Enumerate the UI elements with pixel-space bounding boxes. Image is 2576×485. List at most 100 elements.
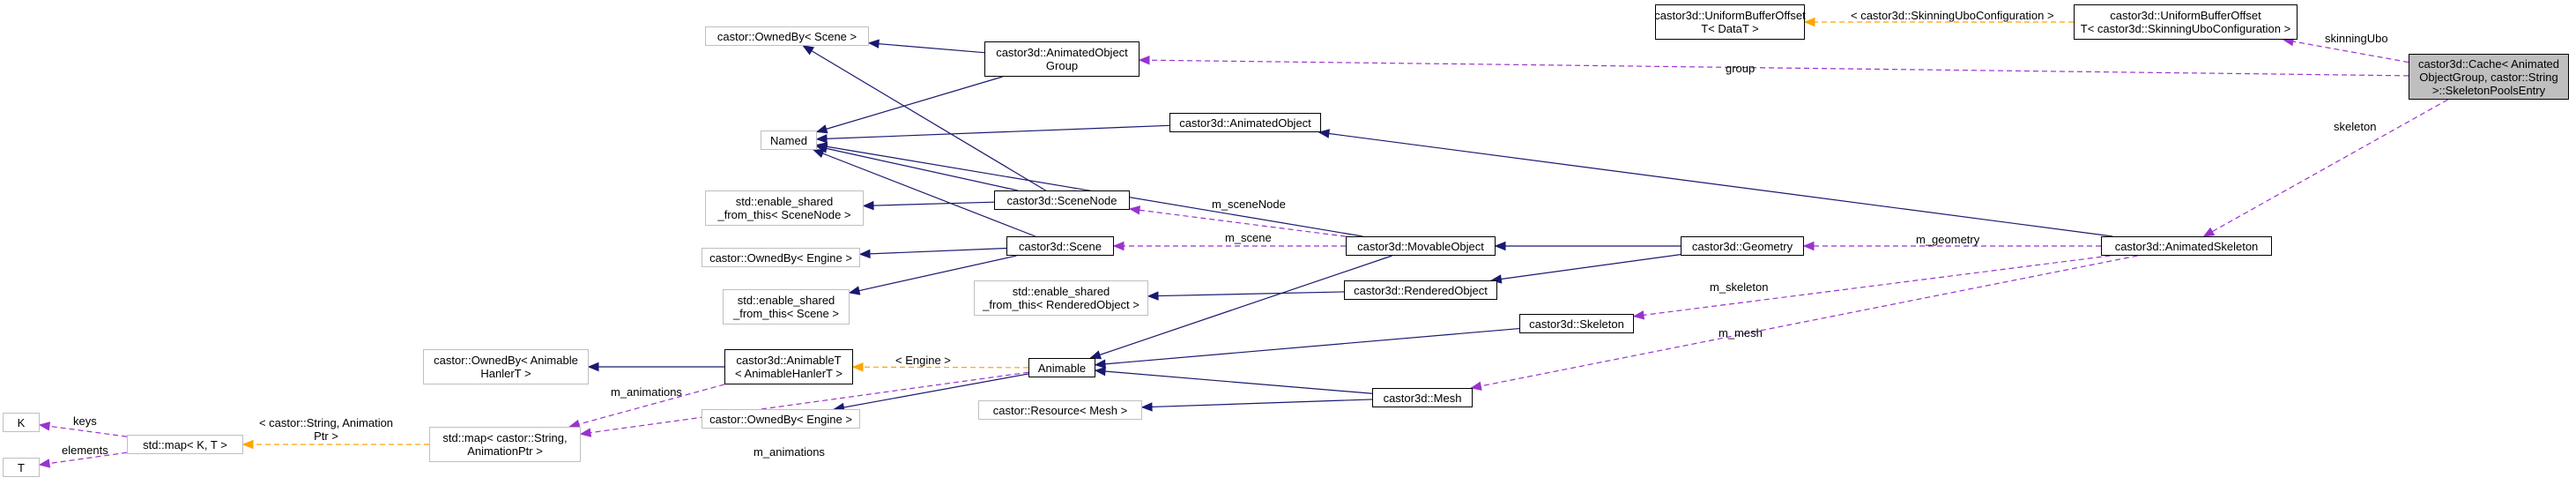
node-animated-skeleton[interactable]: castor3d::AnimatedSkeleton: [2101, 236, 2272, 256]
edge-inheritance: [813, 149, 1036, 237]
node-animated-object-group[interactable]: castor3d::AnimatedObject Group: [984, 41, 1140, 77]
edge-label-keys: keys: [73, 414, 97, 428]
node-line: std::map< K, T >: [143, 437, 227, 451]
node-enable-shared-rendered-object[interactable]: std::enable_shared _from_this< RenderedO…: [974, 280, 1148, 316]
edge-arrowhead: [1147, 291, 1159, 301]
node-owned-by-scene[interactable]: castor::OwnedBy< Scene >: [705, 26, 869, 46]
edge-usage: [1139, 59, 2409, 77]
edge-arrowhead: [815, 142, 828, 152]
node-enable-shared-scene[interactable]: std::enable_shared _from_this< Scene >: [723, 289, 850, 325]
edge-inheritance: [1090, 255, 1392, 359]
node-line: castor::OwnedBy< Animable: [434, 354, 578, 367]
node-resource-mesh[interactable]: castor::Resource< Mesh >: [978, 400, 1142, 420]
node-line: T< DataT >: [1701, 22, 1759, 35]
node-line: castor3d::MovableObject: [1357, 239, 1484, 253]
edge-arrowhead: [862, 200, 874, 211]
node-mesh[interactable]: castor3d::Mesh: [1372, 388, 1473, 407]
node-line: _from_this< RenderedObject >: [983, 298, 1140, 311]
node-line: Group: [1045, 59, 1079, 72]
edge-inheritance: [863, 201, 995, 207]
node-skeleton[interactable]: castor3d::Skeleton: [1519, 314, 1634, 333]
node-geometry[interactable]: castor3d::Geometry: [1681, 236, 1804, 256]
edge-usage: [39, 451, 128, 466]
edge-label-group: group: [1726, 62, 1756, 75]
node-animable[interactable]: Animable: [1028, 358, 1095, 377]
edge-arrowhead: [1094, 366, 1106, 377]
edge-arrowhead: [858, 249, 871, 259]
edge-usage: [2203, 99, 2448, 237]
edge-inheritance: [1491, 253, 1681, 281]
node-animable-t[interactable]: castor3d::AnimableT < AnimableHanlerT >: [724, 349, 853, 384]
edge-inheritance: [803, 45, 1046, 191]
edge-inheritance: [816, 76, 1003, 133]
node-line: castor::Resource< Mesh >: [992, 403, 1128, 417]
node-line: T< castor3d::SkinningUboConfiguration >: [2080, 22, 2291, 35]
node-uniform-buffer-offset-skinning[interactable]: castor3d::UniformBufferOffset T< castor3…: [2074, 4, 2298, 40]
edge-label-m-mesh: m_mesh: [1719, 326, 1763, 340]
node-line: castor3d::Skeleton: [1529, 317, 1624, 331]
edge-inheritance: [816, 146, 1018, 191]
edge-label-skeleton: skeleton: [2334, 120, 2377, 133]
node-k[interactable]: K: [3, 413, 40, 432]
edge-usage: [39, 424, 128, 437]
node-line: castor3d::AnimableT: [736, 354, 842, 367]
edge-usage: [569, 384, 725, 428]
edge-arrowhead: [241, 439, 254, 450]
node-line: castor3d::RenderedObject: [1354, 283, 1488, 297]
edge-label-elements: elements: [62, 444, 108, 457]
node-line: Named: [770, 133, 807, 147]
edge-label-engine: < Engine >: [895, 354, 951, 367]
edge-inheritance: [834, 373, 1029, 410]
node-uniform-buffer-offset-template[interactable]: castor3d::UniformBufferOffset T< DataT >: [1654, 4, 1806, 40]
edge-usage: [1633, 255, 2111, 317]
edge-arrowhead: [1094, 359, 1106, 369]
node-cache-skeleton-pools-entry[interactable]: castor3d::Cache< Animated ObjectGroup, c…: [2409, 54, 2569, 100]
edge-arrowhead: [1803, 17, 1815, 27]
node-line: AnimationPtr >: [467, 444, 543, 458]
node-map-string-animation[interactable]: std::map< castor::String, AnimationPtr >: [429, 427, 581, 462]
edge-inheritance: [1147, 291, 1345, 297]
edge-arrowhead: [1470, 381, 1482, 391]
node-line: castor3d::Scene: [1019, 239, 1102, 253]
edge-label-m-scene: m_scene: [1225, 231, 1272, 244]
node-line: _from_this< SceneNode >: [717, 208, 851, 221]
node-owned-by-engine-1[interactable]: castor::OwnedBy< Engine >: [702, 248, 860, 267]
edge-inheritance: [1141, 399, 1373, 408]
edge-inheritance: [1095, 327, 1520, 366]
edge-arrowhead: [1112, 241, 1125, 251]
node-t[interactable]: T: [3, 458, 40, 477]
node-line: < AnimableHanlerT >: [735, 367, 843, 380]
node-scene[interactable]: castor3d::Scene: [1006, 236, 1114, 256]
node-rendered-object[interactable]: castor3d::RenderedObject: [1344, 280, 1497, 300]
node-named[interactable]: Named: [761, 131, 817, 150]
node-owned-by-engine-2[interactable]: castor::OwnedBy< Engine >: [702, 409, 860, 429]
node-line: >::SkeletonPoolsEntry: [2431, 83, 2546, 97]
edge-arrowhead: [815, 124, 828, 134]
node-movable-object[interactable]: castor3d::MovableObject: [1346, 236, 1496, 256]
edge-label-m-skeleton: m_skeleton: [1710, 280, 1769, 294]
node-line: Animable: [1037, 361, 1087, 375]
node-line: T: [18, 460, 25, 474]
edge-arrowhead: [1632, 310, 1645, 320]
node-line: std::enable_shared: [737, 294, 835, 307]
node-line: std::enable_shared: [735, 195, 834, 208]
edge-inheritance: [868, 42, 985, 54]
edge-label-skinning-ubo-configuration: < castor3d::SkinningUboConfiguration >: [1851, 9, 2054, 22]
edge-inheritance: [849, 255, 1017, 294]
edge-usage: [1129, 208, 1347, 237]
node-scene-node[interactable]: castor3d::SceneNode: [994, 190, 1130, 210]
edge-inheritance: [1318, 131, 2113, 237]
edge-arrowhead: [1802, 241, 1815, 251]
edge-arrowhead: [813, 149, 825, 159]
node-map-k-t[interactable]: std::map< K, T >: [127, 435, 243, 454]
node-enable-shared-scene-node[interactable]: std::enable_shared _from_this< SceneNode…: [705, 190, 864, 226]
node-line: K: [17, 415, 26, 429]
node-owned-by-animable[interactable]: castor::OwnedBy< Animable HanlerT >: [423, 349, 589, 384]
node-line: castor3d::AnimatedSkeleton: [2114, 239, 2259, 253]
node-line: std::map< castor::String,: [442, 431, 568, 444]
edge-arrowhead: [1128, 205, 1141, 215]
node-animated-object[interactable]: castor3d::AnimatedObject: [1169, 113, 1321, 132]
edge-arrowhead: [38, 422, 51, 431]
node-line: castor3d::Geometry: [1691, 239, 1793, 253]
node-line: castor3d::Mesh: [1383, 391, 1462, 405]
